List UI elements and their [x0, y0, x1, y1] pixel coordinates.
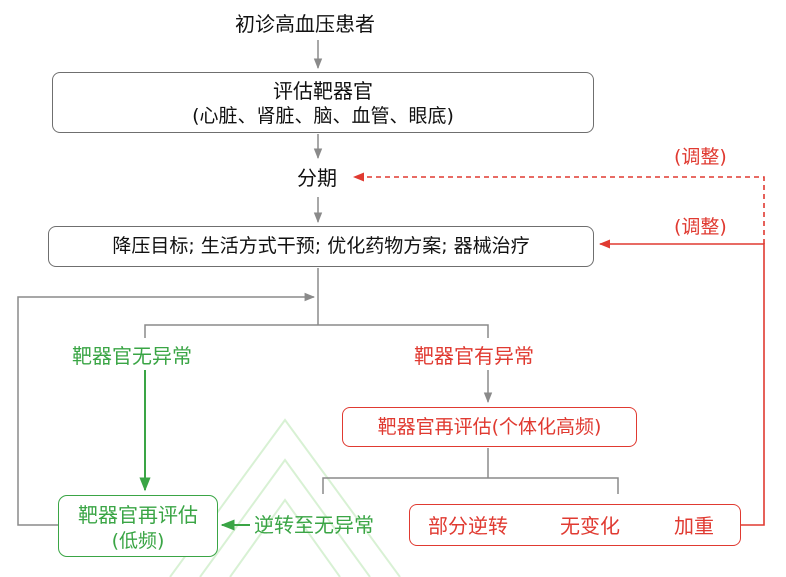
treatment-text: 降压目标; 生活方式干预; 优化药物方案; 器械治疗: [112, 235, 530, 257]
worsen-node: 加重: [674, 514, 714, 538]
no-change-node: 无变化: [560, 514, 620, 538]
start-node: 初诊高血压患者: [235, 12, 375, 36]
assess-title: 评估靶器官: [273, 79, 373, 103]
adjust-label-2: (调整): [674, 216, 727, 238]
staging-node: 分期: [297, 166, 337, 190]
reversed-normal-node: 逆转至无异常: [254, 513, 374, 537]
reassess-individual-text: 靶器官再评估(个体化高频): [377, 416, 602, 438]
outcome-brace: [322, 477, 619, 494]
outcomes-box: 部分逆转 无变化 加重: [409, 504, 741, 546]
loop-worsen-to-treatment: [598, 239, 765, 526]
reassess-low-line2: (低频): [111, 530, 165, 552]
reassess-low-box: 靶器官再评估 (低频): [58, 495, 218, 557]
adjust-label-1: (调整): [674, 146, 727, 168]
assess-box: 评估靶器官 (心脏、肾脏、脑、血管、眼底): [52, 72, 594, 133]
reassess-low-line1: 靶器官再评估: [78, 503, 198, 527]
loop-dashed-to-staging: [352, 172, 765, 244]
reassess-individual-box: 靶器官再评估(个体化高频): [342, 407, 637, 447]
assess-detail: (心脏、肾脏、脑、血管、眼底): [192, 105, 454, 127]
no-abnormal-node: 靶器官无异常: [72, 344, 192, 368]
loop-reassess-to-treatment: [17, 292, 316, 526]
treatment-box: 降压目标; 生活方式干预; 优化药物方案; 器械治疗: [48, 226, 594, 267]
abnormal-node: 靶器官有异常: [414, 344, 534, 368]
branch-brace: [144, 324, 489, 338]
partial-reversal-node: 部分逆转: [428, 514, 508, 538]
